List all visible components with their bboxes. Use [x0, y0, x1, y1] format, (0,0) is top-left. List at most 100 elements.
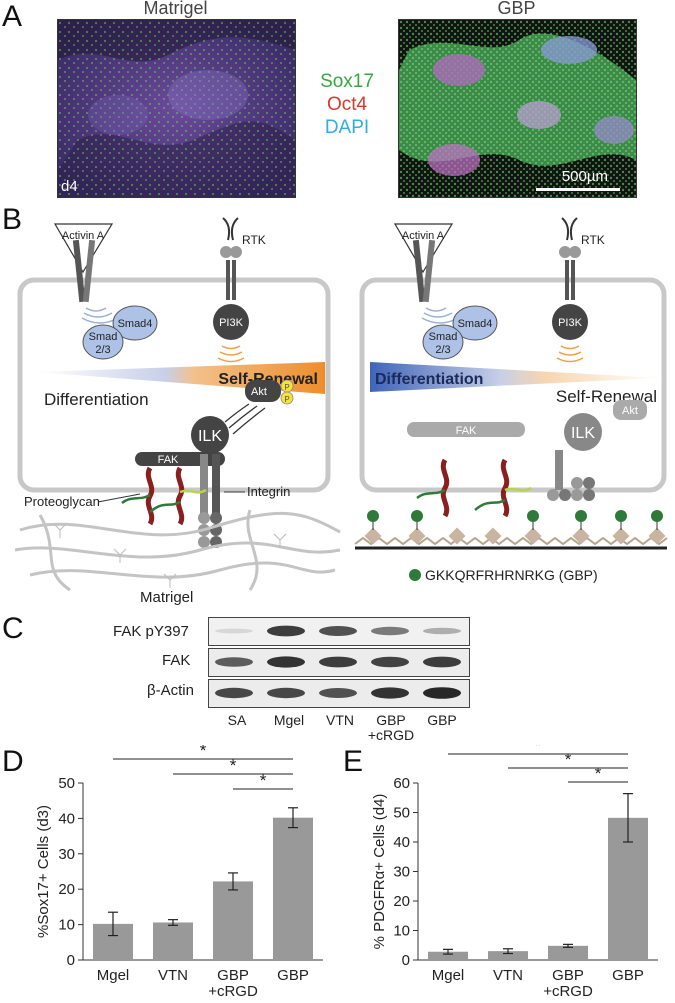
blot-row-label-actin: β-Actin [147, 682, 194, 699]
gbp-peptide-icons [364, 510, 666, 545]
significance-star: * [230, 756, 237, 775]
proteoglycan-label: Proteoglycan [24, 494, 100, 509]
stain-legend-oct4: Oct4 [326, 94, 368, 115]
proteoglycan-icon-gbp [416, 458, 532, 518]
blot-band [267, 687, 305, 699]
significance-star: * [595, 764, 602, 783]
gbp-legend-label: GKKQRFRHRNRKG (GBP) [425, 567, 598, 583]
activin-label-gbp: Activin A [402, 230, 445, 242]
smad4-icon-gbp [452, 305, 498, 341]
blot-band [267, 656, 305, 668]
ilk-icon-gbp [564, 413, 602, 451]
panel-letter-a: A [2, 0, 23, 33]
phospho-label-2: P [284, 395, 289, 404]
rtk-receptor-icon-gbp [559, 217, 581, 300]
activin-receptor-icon-gbp [412, 239, 436, 303]
rtk-receptor-icon [220, 217, 242, 300]
x-tick-label: Mgel [432, 967, 465, 984]
proteoglycan-icon [121, 466, 207, 526]
y-tick-label: 0 [402, 952, 410, 969]
integrin-label: Integrin [247, 484, 290, 499]
matrigel-micrograph: d4 [57, 19, 296, 198]
schematic-gbp: Activin A Smad4 Smad 2/3 RTK PI3K Differ… [354, 217, 668, 583]
x-tick-label: GBP [552, 967, 584, 984]
y-tick-label: 50 [393, 805, 410, 822]
smad23-label-line1: Smad [89, 331, 118, 343]
y-tick-label: 20 [393, 893, 410, 910]
scale-bar-label: 500µm [561, 168, 608, 185]
bar [548, 945, 588, 960]
phospho-icon-2 [280, 391, 294, 405]
bar [428, 951, 468, 960]
y-tick-label: 30 [58, 846, 75, 863]
blot-band [371, 687, 409, 699]
pi3k-label-gbp: PI3K [558, 317, 583, 329]
x-tick-label: VTN [158, 967, 188, 984]
x-tick-label: +cRGD [543, 983, 593, 1000]
y-tick-label: 10 [393, 923, 410, 940]
rtk-label: RTK [242, 233, 266, 247]
gbp-legend-icon [409, 569, 421, 581]
blot-band [371, 656, 409, 668]
ilk-label-gbp: ILK [571, 425, 595, 442]
matrigel-fibers-icon [14, 509, 341, 592]
akt-label-gbp: Akt [622, 405, 638, 417]
smad23-label-gbp-line1: Smad [429, 331, 458, 343]
gbp-substrate-icon [354, 536, 668, 550]
panel-letter-d: D [2, 745, 24, 778]
smad4-icon [112, 305, 158, 341]
smad23-icon [82, 324, 124, 360]
y-tick-label: 0 [67, 952, 75, 969]
day-label: d4 [61, 178, 78, 195]
blot-band [319, 626, 357, 636]
matrigel-label: Matrigel [140, 589, 193, 606]
x-tick-label: VTN [493, 967, 523, 984]
activin-label: Activin A [62, 230, 105, 242]
akt-icon [245, 380, 281, 402]
lane-label-vtn: VTN [326, 712, 354, 728]
smad4-label-gbp: Smad4 [458, 318, 493, 330]
lane-label-sa: SA [227, 712, 247, 728]
bar [153, 922, 193, 960]
x-tick-label: GBP [217, 967, 249, 984]
y-tick-label: 60 [393, 775, 410, 792]
panel-letter-b: B [2, 203, 23, 236]
blot-band [267, 625, 305, 637]
fak-label-gbp: FAK [456, 425, 477, 437]
x-tick-label: Mgel [97, 967, 130, 984]
differentiation-label: Differentiation [44, 390, 149, 409]
y-tick-label: 30 [393, 864, 410, 881]
blot-row-label-fak-py397: FAK pY397 [113, 623, 189, 640]
integrin-icon [198, 454, 222, 548]
blot-band [319, 688, 357, 698]
western-blot [208, 617, 470, 708]
akt-label: Akt [251, 386, 267, 398]
stain-legend-dapi: DAPI [324, 117, 370, 138]
significance-star: * [535, 745, 542, 755]
bar [488, 951, 528, 960]
significance-star: * [200, 745, 207, 760]
y-axis-label: %Sox17+ Cells (d3) [35, 805, 52, 938]
gbp-micrograph: 500µm [398, 19, 637, 198]
significance-star: * [260, 771, 267, 790]
y-tick-label: 20 [58, 881, 75, 898]
smad23-label-line2: 2/3 [95, 344, 110, 356]
activin-receptor-icon [72, 239, 96, 303]
blot-band [215, 687, 253, 699]
rtk-label-gbp: RTK [581, 233, 605, 247]
lane-label-gbp: GBP [427, 712, 457, 728]
smad23-icon-gbp [422, 324, 464, 360]
bar [273, 817, 313, 960]
lane-label-mgel: Mgel [273, 712, 305, 728]
cell-outline [17, 277, 331, 493]
blot-band [319, 656, 357, 668]
activin-ligand-icon-gbp [393, 223, 454, 274]
ilk-icon [191, 416, 229, 454]
schematic-matrigel: Activin A Smad4 Smad 2/3 RTK PI3K Self-R… [14, 217, 341, 606]
blot-band [423, 627, 461, 635]
blot-row-label-fak: FAK [162, 652, 191, 669]
pi3k-icon [213, 304, 249, 340]
fak-label: FAK [158, 454, 179, 466]
significance-star: * [565, 750, 572, 769]
smad4-label: Smad4 [118, 318, 153, 330]
